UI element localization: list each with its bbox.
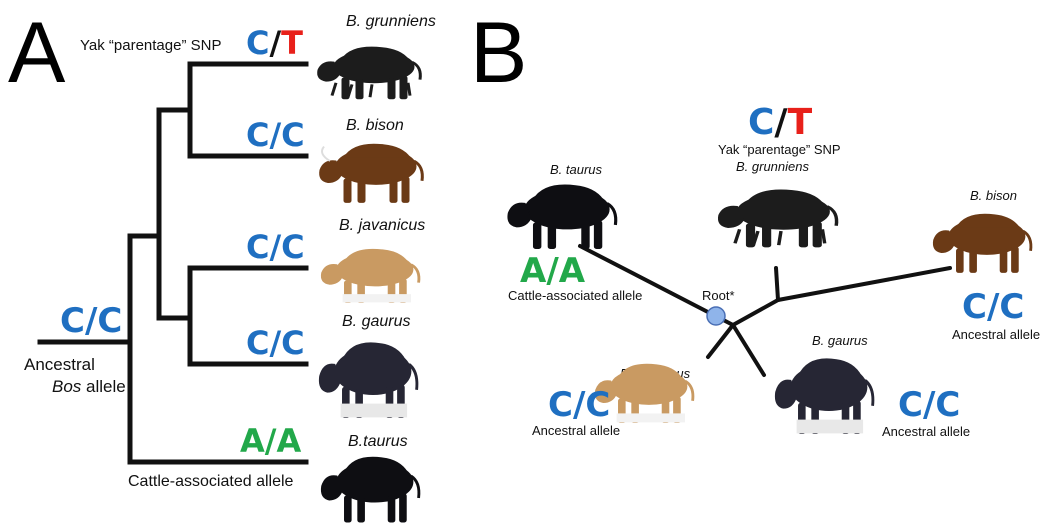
wild-branch [731, 298, 780, 327]
panel-b-gaurus-genotype: C/C [898, 385, 960, 425]
yak-icon [716, 188, 839, 249]
panel-b-species-taurus: B. taurus [550, 162, 603, 177]
panel-a-taurus-genotype: A/A [240, 422, 301, 460]
panel-b-bison-caption: Ancestral allele [952, 327, 1040, 342]
panel-b-cattle-label: Cattle-associated allele [508, 288, 642, 303]
cattle-icon [319, 455, 421, 524]
panel-a-species-grunniens: B. grunniens [346, 13, 436, 30]
panel-a-species-bison: B. bison [346, 117, 404, 134]
panel-b-species-grunniens: B. grunniens [736, 159, 809, 174]
panel-b-javanicus-genotype: C/C [548, 385, 610, 425]
javanicus-branch [706, 323, 735, 359]
panel-a-cattle-label: Cattle-associated allele [128, 473, 294, 490]
bison-branch [776, 266, 952, 302]
panel-b-label: B [470, 5, 527, 101]
genus-bos: Bos [52, 377, 82, 396]
allele-c: C [748, 102, 774, 143]
panel-a-gaurus-genotype: C/C [246, 324, 305, 362]
panel-a-root-label-line1: Ancestral [24, 355, 95, 374]
allele-c: C [246, 24, 269, 62]
panel-a-snp-label: Yak “parentage” SNP [80, 37, 221, 54]
root-node-marker [706, 306, 726, 326]
cattle-icon [506, 183, 618, 251]
banteng-icon [593, 362, 695, 424]
panel-b-snp-label: Yak “parentage” SNP [718, 142, 841, 157]
panel-a-javanicus-genotype: C/C [246, 228, 305, 266]
panel-b-taurus-genotype: A/A [520, 251, 586, 291]
panel-a-species-javanicus: B. javanicus [339, 217, 425, 234]
panel-a-tree [37, 61, 309, 465]
panel-b-root-label: Root* [702, 288, 735, 303]
gaur-icon [317, 341, 419, 420]
bison-icon [318, 142, 424, 204]
panel-b-yak-genotype: C/T [748, 102, 813, 143]
panel-b-species-gaurus: B. gaurus [812, 333, 868, 348]
panel-a-root-label-line2: Bos allele [52, 377, 126, 396]
panel-a-yak-genotype: C/T [246, 24, 303, 62]
allele-t: T [788, 102, 813, 143]
yak-icon [316, 45, 422, 101]
yak-branch [774, 266, 780, 302]
panel-b-javanicus-caption: Ancestral allele [532, 423, 620, 438]
panel-b-bison-genotype: C/C [962, 287, 1024, 327]
gaur-icon [773, 357, 875, 436]
bison-icon [931, 212, 1033, 274]
allele-word: allele [81, 377, 125, 396]
panel-b-tree [578, 244, 952, 377]
panel-a-root-genotype: C/C [60, 301, 122, 341]
allele-slash: / [774, 102, 788, 143]
allele-slash: / [269, 24, 281, 62]
banteng-icon [319, 247, 421, 304]
panel-a-bison-genotype: C/C [246, 116, 305, 154]
panel-a-species-taurus: B.taurus [348, 433, 408, 450]
panel-a-label: A [8, 5, 66, 101]
panel-b-gaurus-caption: Ancestral allele [882, 424, 970, 439]
allele-t: T [281, 24, 303, 62]
gaurus-branch [731, 323, 766, 377]
panel-b-species-bison: B. bison [970, 188, 1017, 203]
panel-a-species-gaurus: B. gaurus [342, 313, 410, 330]
